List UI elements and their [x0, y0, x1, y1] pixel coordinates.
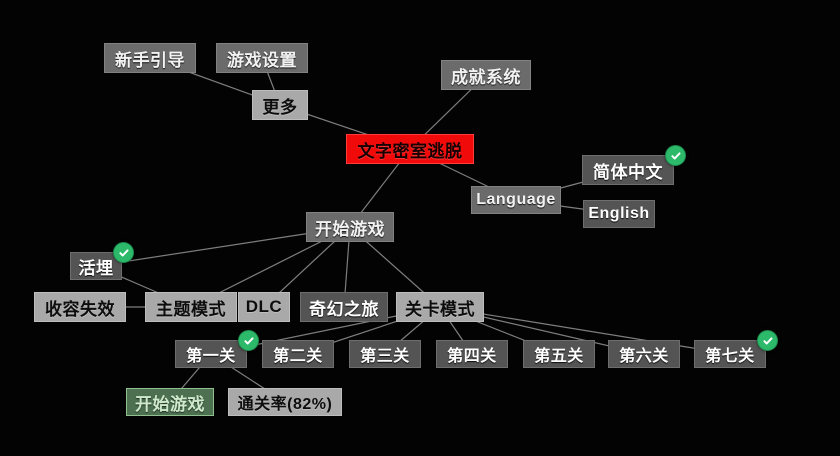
- mindmap-node-shourong[interactable]: 收容失效: [34, 292, 126, 322]
- mindmap-node-en[interactable]: English: [583, 200, 655, 228]
- mindmap-node-dlc[interactable]: DLC: [238, 292, 290, 322]
- mindmap-node-lv7[interactable]: 第七关: [694, 340, 766, 368]
- mindmap-node-shezhi[interactable]: 游戏设置: [216, 43, 308, 73]
- mindmap-node-chengjiu[interactable]: 成就系统: [441, 60, 531, 90]
- mindmap-node-kaishi1[interactable]: 开始游戏: [306, 212, 394, 242]
- mindmap-node-zhcn[interactable]: 简体中文: [582, 155, 674, 185]
- check-circle-icon: [238, 330, 259, 351]
- mindmap-node-kaishi2[interactable]: 开始游戏: [126, 388, 214, 416]
- check-circle-icon: [113, 242, 134, 263]
- mindmap-node-lv6[interactable]: 第六关: [608, 340, 680, 368]
- mindmap-node-lv5[interactable]: 第五关: [523, 340, 595, 368]
- mindmap-node-zhuti[interactable]: 主题模式: [145, 292, 237, 322]
- mindmap-node-root[interactable]: 文字密室逃脱: [346, 134, 474, 164]
- check-circle-icon: [757, 330, 778, 351]
- mindmap-node-qihuan[interactable]: 奇幻之旅: [300, 292, 388, 322]
- mindmap-node-lv3[interactable]: 第三关: [349, 340, 421, 368]
- check-circle-icon: [665, 145, 686, 166]
- mindmap-node-language[interactable]: Language: [471, 186, 561, 214]
- mindmap-node-lv1[interactable]: 第一关: [175, 340, 247, 368]
- mindmap-node-gengduo[interactable]: 更多: [252, 90, 308, 120]
- mindmap-node-tongguan[interactable]: 通关率(82%): [228, 388, 342, 416]
- mindmap-node-guanqia[interactable]: 关卡模式: [396, 292, 484, 322]
- mindmap-node-lv2[interactable]: 第二关: [262, 340, 334, 368]
- mindmap-node-xinshou[interactable]: 新手引导: [104, 43, 196, 73]
- mindmap-node-lv4[interactable]: 第四关: [436, 340, 508, 368]
